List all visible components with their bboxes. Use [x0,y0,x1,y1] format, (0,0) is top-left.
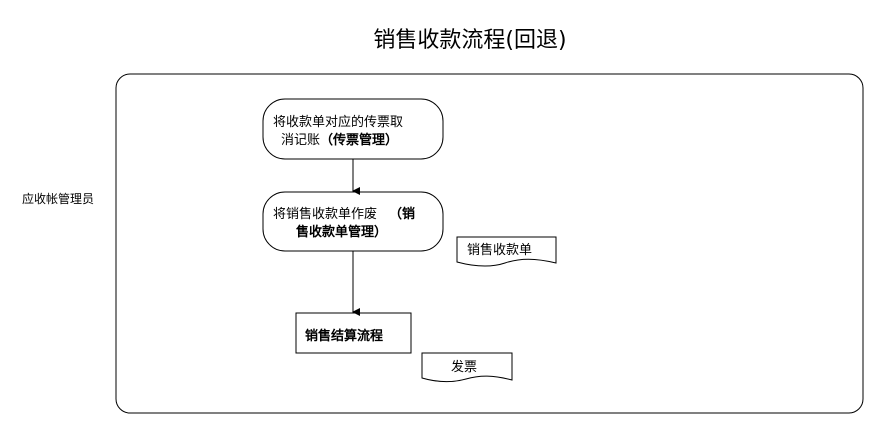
step-3-label: 销售结算流程 [305,329,384,344]
step-1-line2: 消记账 [281,133,321,148]
document-shape-2 [421,352,513,382]
swimlane [115,73,864,414]
step-2-module-b: 售收款单管理） [296,225,388,240]
document-1-label: 销售收款单 [467,243,533,258]
lane-role-label: 应收帐管理员 [22,192,95,206]
step-2-module-a: （销 [389,207,416,222]
page-title: 销售收款流程(回退) [373,28,567,53]
step-1-line1: 将收款单对应的传票取 [273,115,404,130]
document-shape-1 [456,236,557,267]
step-2-line1: 将销售收款单作废 [273,207,378,222]
step-1-module: （传票管理） [320,133,399,148]
document-2-label: 发票 [451,360,478,375]
